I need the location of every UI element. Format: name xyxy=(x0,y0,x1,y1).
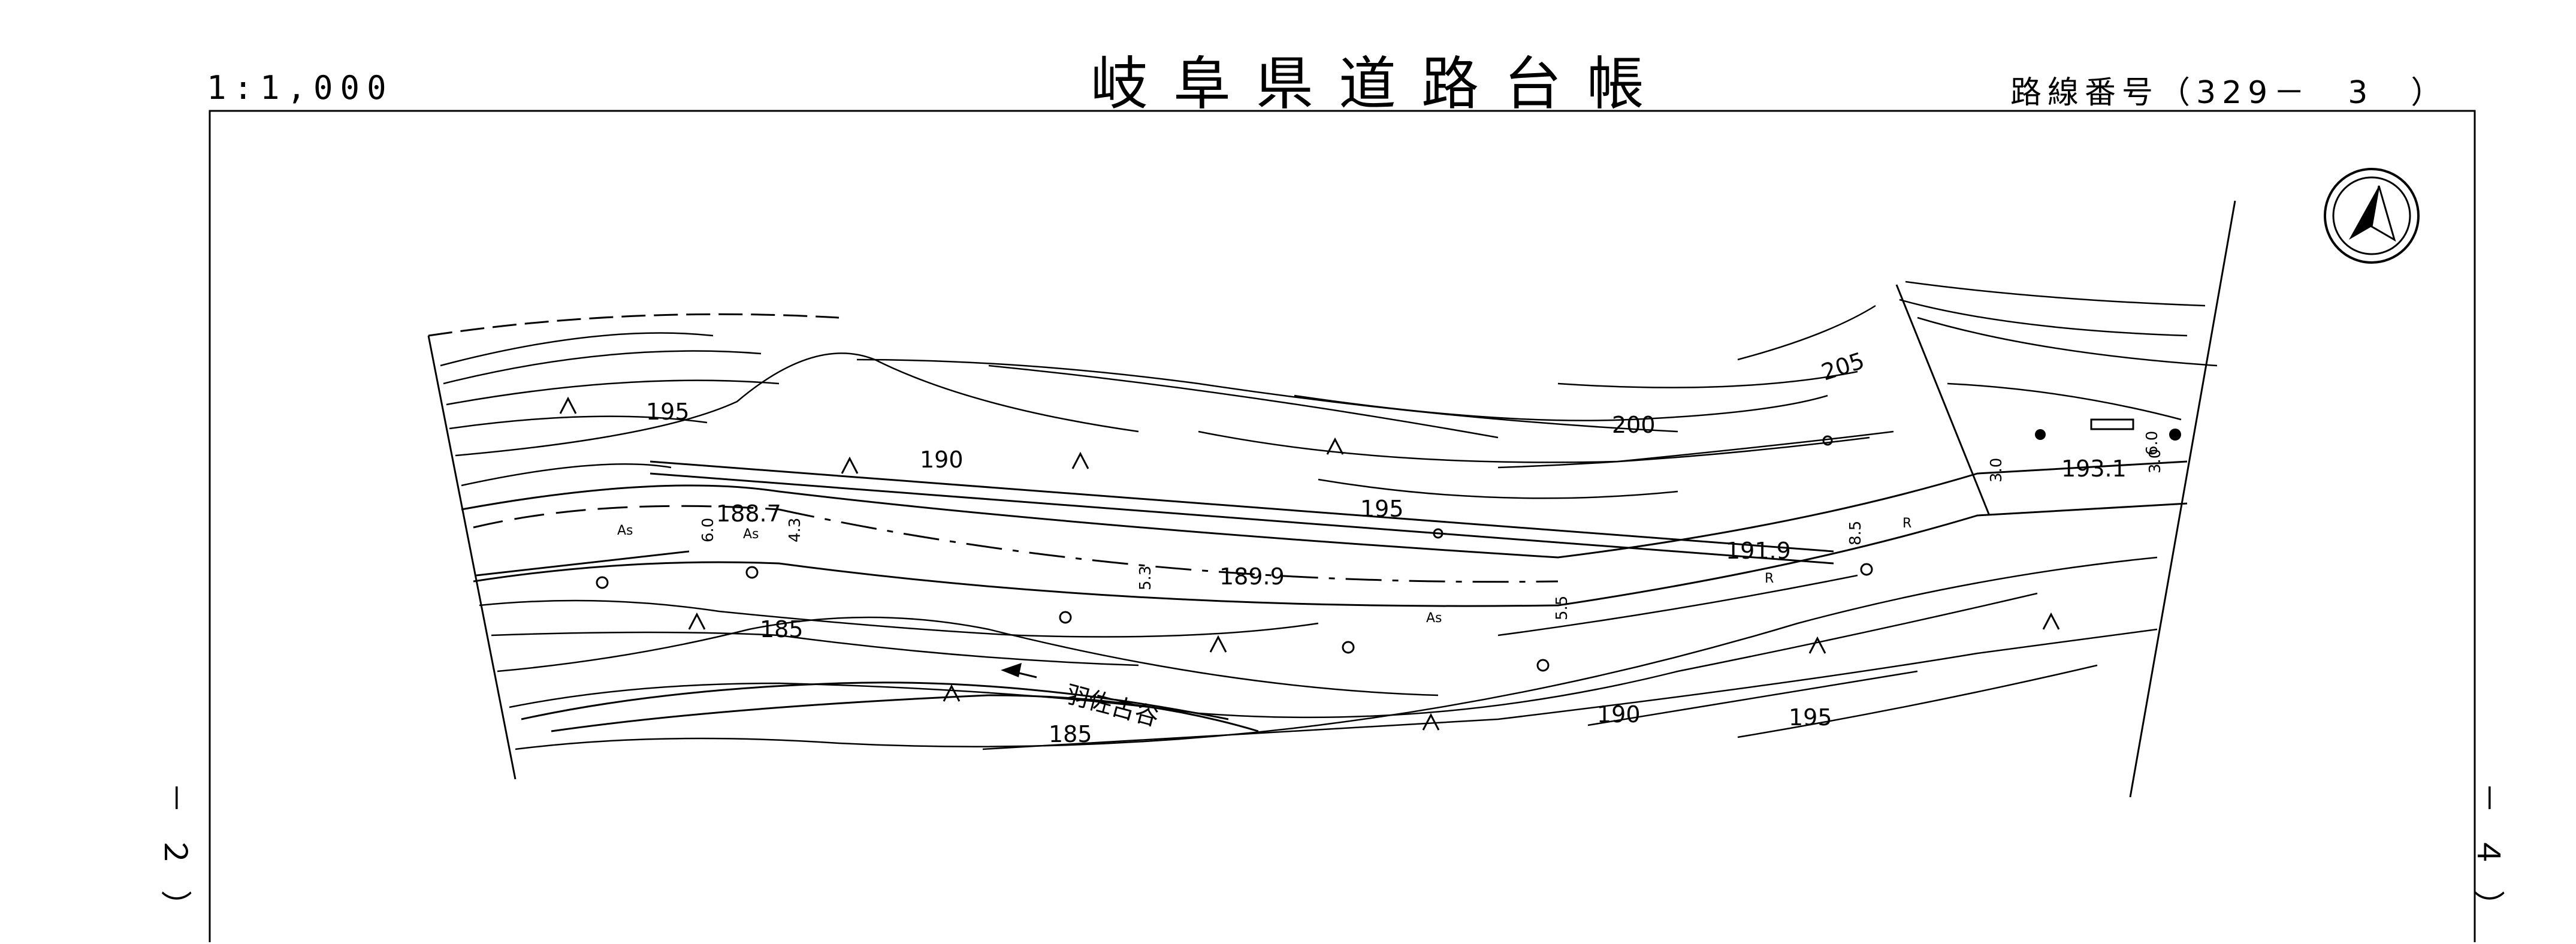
spot-height: 193.1 xyxy=(2061,456,2127,482)
north-arrow-icon xyxy=(2324,168,2420,264)
sheet-title: 岐阜県道路台帳 xyxy=(1091,50,1669,117)
elevation-label: 195 xyxy=(646,399,690,425)
spot-heights: 188.7 189.9 191.9 193.1 xyxy=(716,456,2127,590)
elevation-label: 190 xyxy=(920,447,964,473)
road-width: 4.3 xyxy=(786,518,804,542)
spot-height: 191.9 xyxy=(1726,538,1791,564)
road-width: 5.5 xyxy=(1553,596,1571,620)
elevation-labels: 195 190 195 200 205 185 185 190 195 xyxy=(646,347,1868,747)
spot-height: 188.7 xyxy=(716,500,781,527)
map-scale: 1:1,000 xyxy=(207,69,394,107)
elevation-label: 195 xyxy=(1360,496,1404,522)
elevation-label: 190 xyxy=(1597,701,1641,728)
road-width: 5.3 xyxy=(1137,566,1155,590)
route-number: 路線番号（329－ 3 ） xyxy=(2010,75,2448,111)
road-edges xyxy=(461,460,2188,607)
spot-height: 189.9 xyxy=(1219,563,1285,590)
elevation-label: 205 xyxy=(1818,347,1868,385)
road-width: 3.0 xyxy=(2146,449,2164,473)
surface-label: R xyxy=(1765,571,1774,586)
map-features xyxy=(596,418,2134,672)
contour-lines xyxy=(440,281,2218,750)
road-width: 3.0 xyxy=(1988,458,2006,482)
flow-arrow xyxy=(1001,663,1022,677)
elevation-label: 185 xyxy=(1049,721,1092,747)
surface-labels: As As As R R xyxy=(617,516,1911,626)
elevation-label: 195 xyxy=(1789,704,1832,731)
survey-boundary xyxy=(427,200,2236,798)
map-frame xyxy=(209,110,2476,942)
surface-label: As xyxy=(1426,611,1442,626)
map-markers xyxy=(2035,429,2181,441)
elevation-label: 185 xyxy=(760,616,804,643)
grass-symbols xyxy=(559,396,2060,731)
elevation-label: 200 xyxy=(1612,412,1656,438)
surface-label: As xyxy=(617,523,633,538)
road-width: 6.0 xyxy=(699,518,717,542)
road-width-labels: 6.0 4.3 5.3 5.5 8.5 3.0 3.0 6.0 xyxy=(699,431,2164,620)
road-width: 8.5 xyxy=(1847,521,1865,545)
surface-label: R xyxy=(1902,516,1911,531)
road-width: 6.0 xyxy=(2143,431,2161,456)
surface-label: As xyxy=(743,527,759,542)
